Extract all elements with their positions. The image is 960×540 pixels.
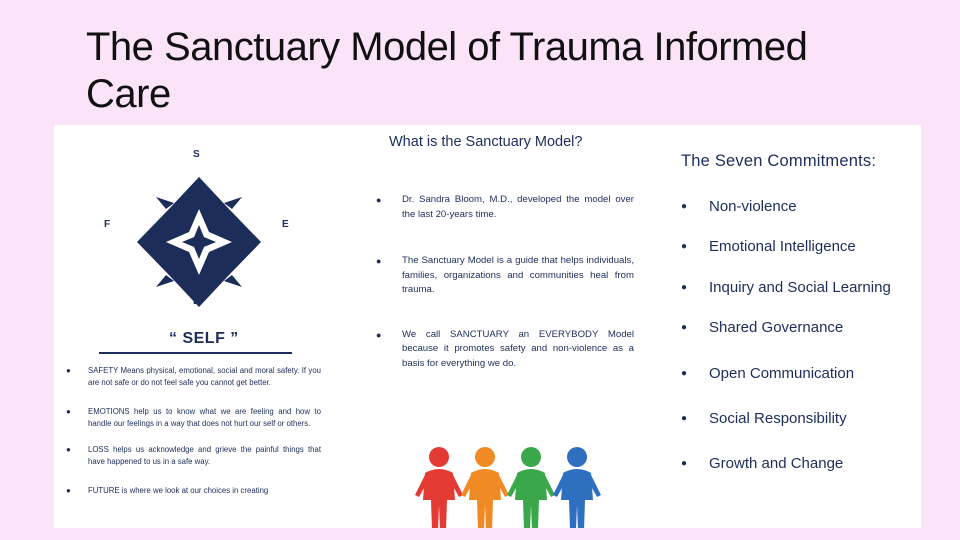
sanctuary-model-heading: What is the Sanctuary Model? [389, 134, 583, 150]
self-item-future: FUTURE is where we look at our choices i… [66, 485, 321, 497]
self-item-loss: LOSS helps us acknowledge and grieve the… [66, 444, 321, 467]
compass-label-left: F [104, 219, 111, 230]
person-figure [553, 447, 601, 528]
person-figure [507, 447, 555, 528]
bullet-icon: ● [681, 413, 688, 424]
commitment-item: ●Non-violence [681, 198, 797, 215]
commitment-item: ●Inquiry and Social Learning [681, 279, 891, 296]
sanctuary-item-founder: Dr. Sandra Bloom, M.D., developed the mo… [374, 193, 634, 222]
sanctuary-model-list: Dr. Sandra Bloom, M.D., developed the mo… [374, 193, 634, 371]
commitment-item: ●Social Responsibility [681, 410, 847, 427]
sanctuary-item-guide: The Sanctuary Model is a guide that help… [374, 254, 634, 298]
compass-label-top: S [193, 149, 200, 160]
slide-title: The Sanctuary Model of Trauma Informed C… [86, 25, 808, 116]
compass-label-right: E [282, 219, 289, 230]
bullet-icon: ● [681, 241, 688, 252]
self-item-emotions: EMOTIONS help us to know what we are fee… [66, 406, 321, 429]
commitment-item: ●Open Communication [681, 365, 855, 382]
bullet-icon: ● [681, 201, 688, 212]
bullet-icon: ● [681, 368, 688, 379]
self-divider [99, 352, 292, 354]
compass-star-logo [137, 177, 261, 307]
self-list: SAFETY Means physical, emotional, social… [66, 365, 321, 497]
person-figure [461, 447, 509, 528]
self-item-safety: SAFETY Means physical, emotional, social… [66, 365, 321, 388]
commitment-item: ●Growth and Change [681, 455, 844, 472]
commitment-item: ●Shared Governance [681, 319, 844, 336]
bullet-icon: ● [681, 322, 688, 333]
person-figure [415, 447, 463, 528]
bullet-icon: ● [681, 282, 688, 293]
infographic-panel: S F E L “ SELF ” SAFETY Means physical, … [54, 125, 921, 528]
seven-commitments-heading: The Seven Commitments: [681, 152, 877, 170]
bullet-icon: ● [681, 458, 688, 469]
people-holding-hands-illustration [415, 447, 601, 528]
commitment-item: ●Emotional Intelligence [681, 238, 856, 255]
compass-label-bottom: L [193, 296, 200, 307]
sanctuary-item-everybody: We call SANCTUARY an EVERYBODY Model bec… [374, 328, 634, 372]
self-heading: “ SELF ” [169, 330, 239, 347]
